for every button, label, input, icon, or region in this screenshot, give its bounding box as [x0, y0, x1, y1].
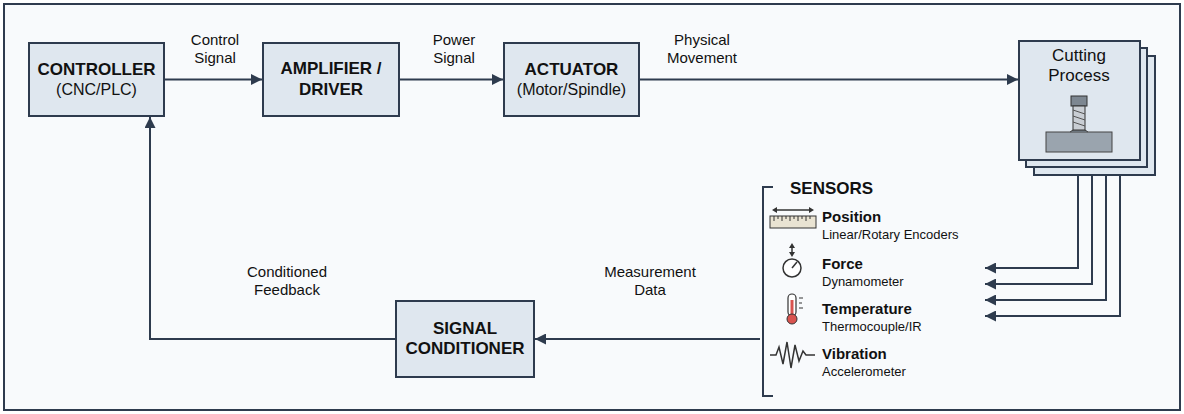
signal-arrow: [400, 79, 503, 81]
gauge-icon: [783, 243, 801, 277]
sensor-name: Vibration: [822, 345, 887, 363]
process-stack: Cutting Process: [1018, 40, 1156, 176]
signal-label: Power Signal: [412, 31, 496, 67]
sensor-name: Position: [822, 208, 881, 226]
actuator-box: ACTUATOR(Motor/Spindle): [503, 42, 640, 117]
sensor-detail: Accelerometer: [822, 364, 906, 380]
sensor-detail: Dynamometer: [822, 274, 904, 290]
sensor-detail: Linear/Rotary Encoders: [822, 227, 959, 243]
box-title: SIGNAL CONDITIONER: [405, 319, 525, 360]
sensor-name: Temperature: [822, 300, 912, 318]
box-title: ACTUATOR: [525, 60, 619, 80]
signal-arrow: [985, 176, 1092, 284]
signal-label: Conditioned Feedback: [229, 263, 345, 299]
driver-box: AMPLIFIER / DRIVER: [262, 42, 400, 117]
thermometer-icon: [787, 294, 803, 324]
signal-label: Measurement Data: [592, 263, 708, 299]
box-subtitle: (Motor/Spindle): [517, 80, 626, 99]
box-title: CONTROLLER: [37, 60, 155, 80]
group-title: SENSORS: [790, 179, 873, 199]
signal-arrow: [150, 117, 395, 339]
sensor-detail: Thermocouple/IR: [822, 319, 922, 335]
signal-arrow: [640, 79, 1018, 81]
signal-arrow: [985, 176, 1120, 316]
signal-label: Control Signal: [173, 31, 257, 67]
controller-box: CONTROLLER(CNC/PLC): [28, 42, 165, 117]
box-title: AMPLIFIER / DRIVER: [272, 59, 390, 100]
wave-icon: [770, 342, 815, 368]
signal-arrow: [985, 176, 1078, 268]
signal-arrow: [165, 79, 262, 81]
signal-label: Physical Movement: [648, 31, 756, 67]
sensor-name: Force: [822, 255, 863, 273]
conditioner-box: SIGNAL CONDITIONER: [395, 300, 535, 378]
signal-arrow: [535, 338, 760, 340]
signal-arrow: [985, 176, 1106, 300]
box-subtitle: (CNC/PLC): [56, 80, 137, 99]
ruler-icon: [770, 207, 816, 228]
process-title: Cutting Process: [1022, 46, 1136, 87]
sensor-group: SENSORS PositionLinear/Rotary EncodersFor…: [760, 175, 985, 397]
